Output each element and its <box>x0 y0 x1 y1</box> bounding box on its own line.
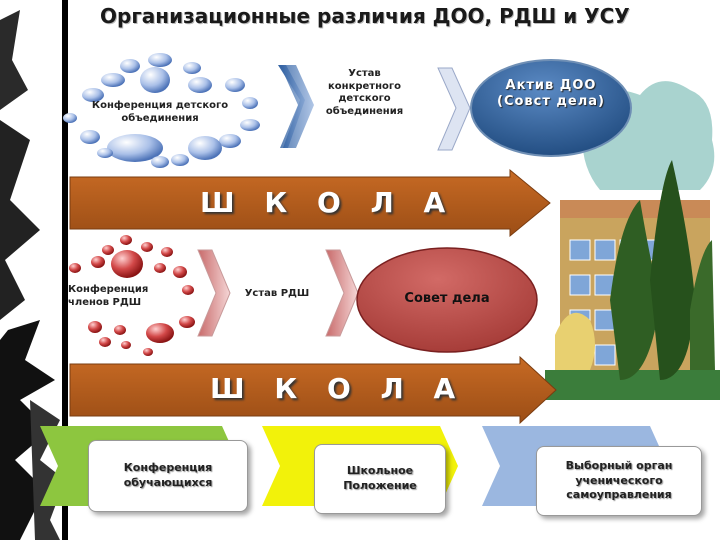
bubble <box>171 154 189 166</box>
ustav-label-doo: Устав конкретного детского объединения <box>325 68 404 117</box>
bubble <box>179 316 195 328</box>
bubble <box>188 77 212 93</box>
bubble <box>225 78 245 92</box>
bubble <box>101 73 125 87</box>
oval-activ-doo <box>470 59 632 157</box>
box-label-polozhenie: Школьное Положение <box>343 464 417 492</box>
school-arrow-2 <box>69 355 557 425</box>
bubble <box>151 156 169 168</box>
bubble <box>183 62 201 74</box>
box-konferenciya: Конференция обучающихся <box>88 440 248 512</box>
bubble <box>99 337 111 347</box>
bubble <box>121 341 131 349</box>
chevron-arrow-icon <box>325 249 359 337</box>
bubble <box>82 88 104 102</box>
school-label-2: Ш К О Л А <box>210 372 466 405</box>
left-decoration <box>0 0 70 540</box>
cluster-label-rdsh: Конференция членов РДШ <box>68 284 149 308</box>
bubble-cluster-red <box>69 235 195 356</box>
chevron-arrow-icon <box>437 67 471 151</box>
box-label-vybornyi: Выборный орган ученического самоуправлен… <box>565 458 673 502</box>
bubble <box>161 247 173 257</box>
bubble <box>114 325 126 335</box>
bubble <box>111 250 143 278</box>
bubble <box>141 242 153 252</box>
bubble <box>91 256 105 268</box>
bubble <box>140 67 170 93</box>
bubble <box>219 134 241 148</box>
oval-label-activ: Актив ДОО (Совст дела) <box>497 78 605 110</box>
bubble <box>80 130 100 144</box>
bubble <box>148 53 172 67</box>
bubble <box>188 136 222 160</box>
bubble <box>120 59 140 73</box>
cluster-label-doo: Конференция детского объединения <box>91 100 229 124</box>
box-vybornyi-organ: Выборный орган ученического самоуправлен… <box>536 446 702 516</box>
bubble <box>107 134 163 162</box>
bubble <box>242 97 258 109</box>
page-title: Организационные различия ДОО, РДШ и УСУ <box>100 4 630 28</box>
bubble <box>240 119 260 131</box>
bubble <box>97 148 113 158</box>
chevron-arrow-icon <box>280 65 314 148</box>
chevron-arrow-icon <box>197 249 231 337</box>
school-arrow-1 <box>69 168 551 238</box>
bubble <box>173 266 187 278</box>
bubble <box>154 263 166 273</box>
bubble <box>63 113 77 123</box>
bubble <box>143 348 153 356</box>
bubble <box>102 245 114 255</box>
box-polozhenie: Школьное Положение <box>314 444 446 514</box>
school-building-illustration <box>545 81 720 400</box>
bubble <box>182 285 194 295</box>
bubble <box>146 323 174 343</box>
bubble <box>88 321 102 333</box>
oval-label-sovet: Совет дела <box>404 291 490 306</box>
ustav-label-rdsh: Устав РДШ <box>244 288 310 299</box>
box-label-konferenciya: Конференция обучающихся <box>123 461 213 489</box>
bubble <box>69 263 81 273</box>
bubble <box>120 235 132 245</box>
school-label-1: Ш К О Л А <box>200 186 456 219</box>
oval-sovet-dela <box>356 247 538 353</box>
bubble-cluster-blue <box>63 53 260 168</box>
